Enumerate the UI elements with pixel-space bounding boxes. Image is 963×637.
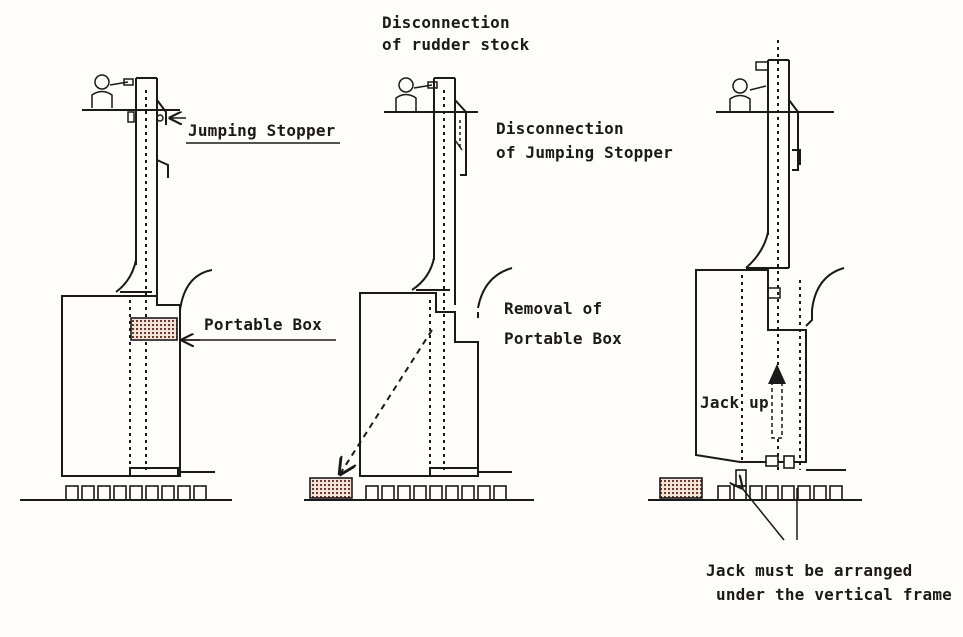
keel-blocks: [65, 485, 207, 501]
label-jack-note-2: under the vertical frame: [716, 585, 952, 604]
label-jack-up: Jack up: [700, 393, 769, 412]
jack-up-arrow-icon: [768, 364, 786, 439]
keel-blocks: [365, 485, 507, 501]
label-portable-box: Portable Box: [204, 315, 322, 334]
arrow-icon: [340, 329, 433, 474]
panel-1-normal-state: Jumping Stopper Portable Box: [20, 74, 340, 501]
person-icon: [91, 74, 134, 108]
label-removal-2: Portable Box: [504, 329, 622, 348]
removed-portable-box: [309, 477, 353, 499]
sternframe-arc: [477, 267, 513, 309]
jumping-stopper: [127, 99, 169, 178]
person-icon: [395, 77, 438, 111]
rudder-body: [359, 292, 479, 477]
pedestal: [129, 467, 179, 477]
label-disconnection-rudder-1: Disconnection: [382, 13, 510, 32]
jacks: [735, 455, 795, 487]
label-disconnection-rudder-2: of rudder stock: [382, 35, 530, 54]
portable-box: [130, 317, 178, 341]
disconnected-stopper: [454, 99, 467, 176]
label-removal-1: Removal of: [504, 299, 602, 318]
rudder-stock: [411, 77, 456, 470]
label-disconnection-stopper-1: Disconnection: [496, 119, 624, 138]
person-icon: [729, 78, 767, 111]
panel-3-jack-up: Jack up Jack must be arranged under the …: [648, 40, 952, 604]
sternframe-arc: [179, 269, 213, 311]
lifted-rudder-body: [695, 269, 807, 470]
label-disconnection-stopper-2: of Jumping Stopper: [496, 143, 673, 162]
sternframe-arc: [805, 267, 845, 327]
arrow-icon: [742, 488, 785, 541]
pedestal: [429, 467, 479, 477]
keel-blocks: [717, 485, 843, 501]
rudder-stock: [115, 77, 158, 470]
label-jumping-stopper: Jumping Stopper: [188, 121, 336, 140]
label-jack-note-1: Jack must be arranged: [706, 561, 913, 580]
panel-2-disassembly: Disconnection of rudder stock Disconnect…: [304, 13, 673, 501]
removed-portable-box: [659, 477, 703, 499]
